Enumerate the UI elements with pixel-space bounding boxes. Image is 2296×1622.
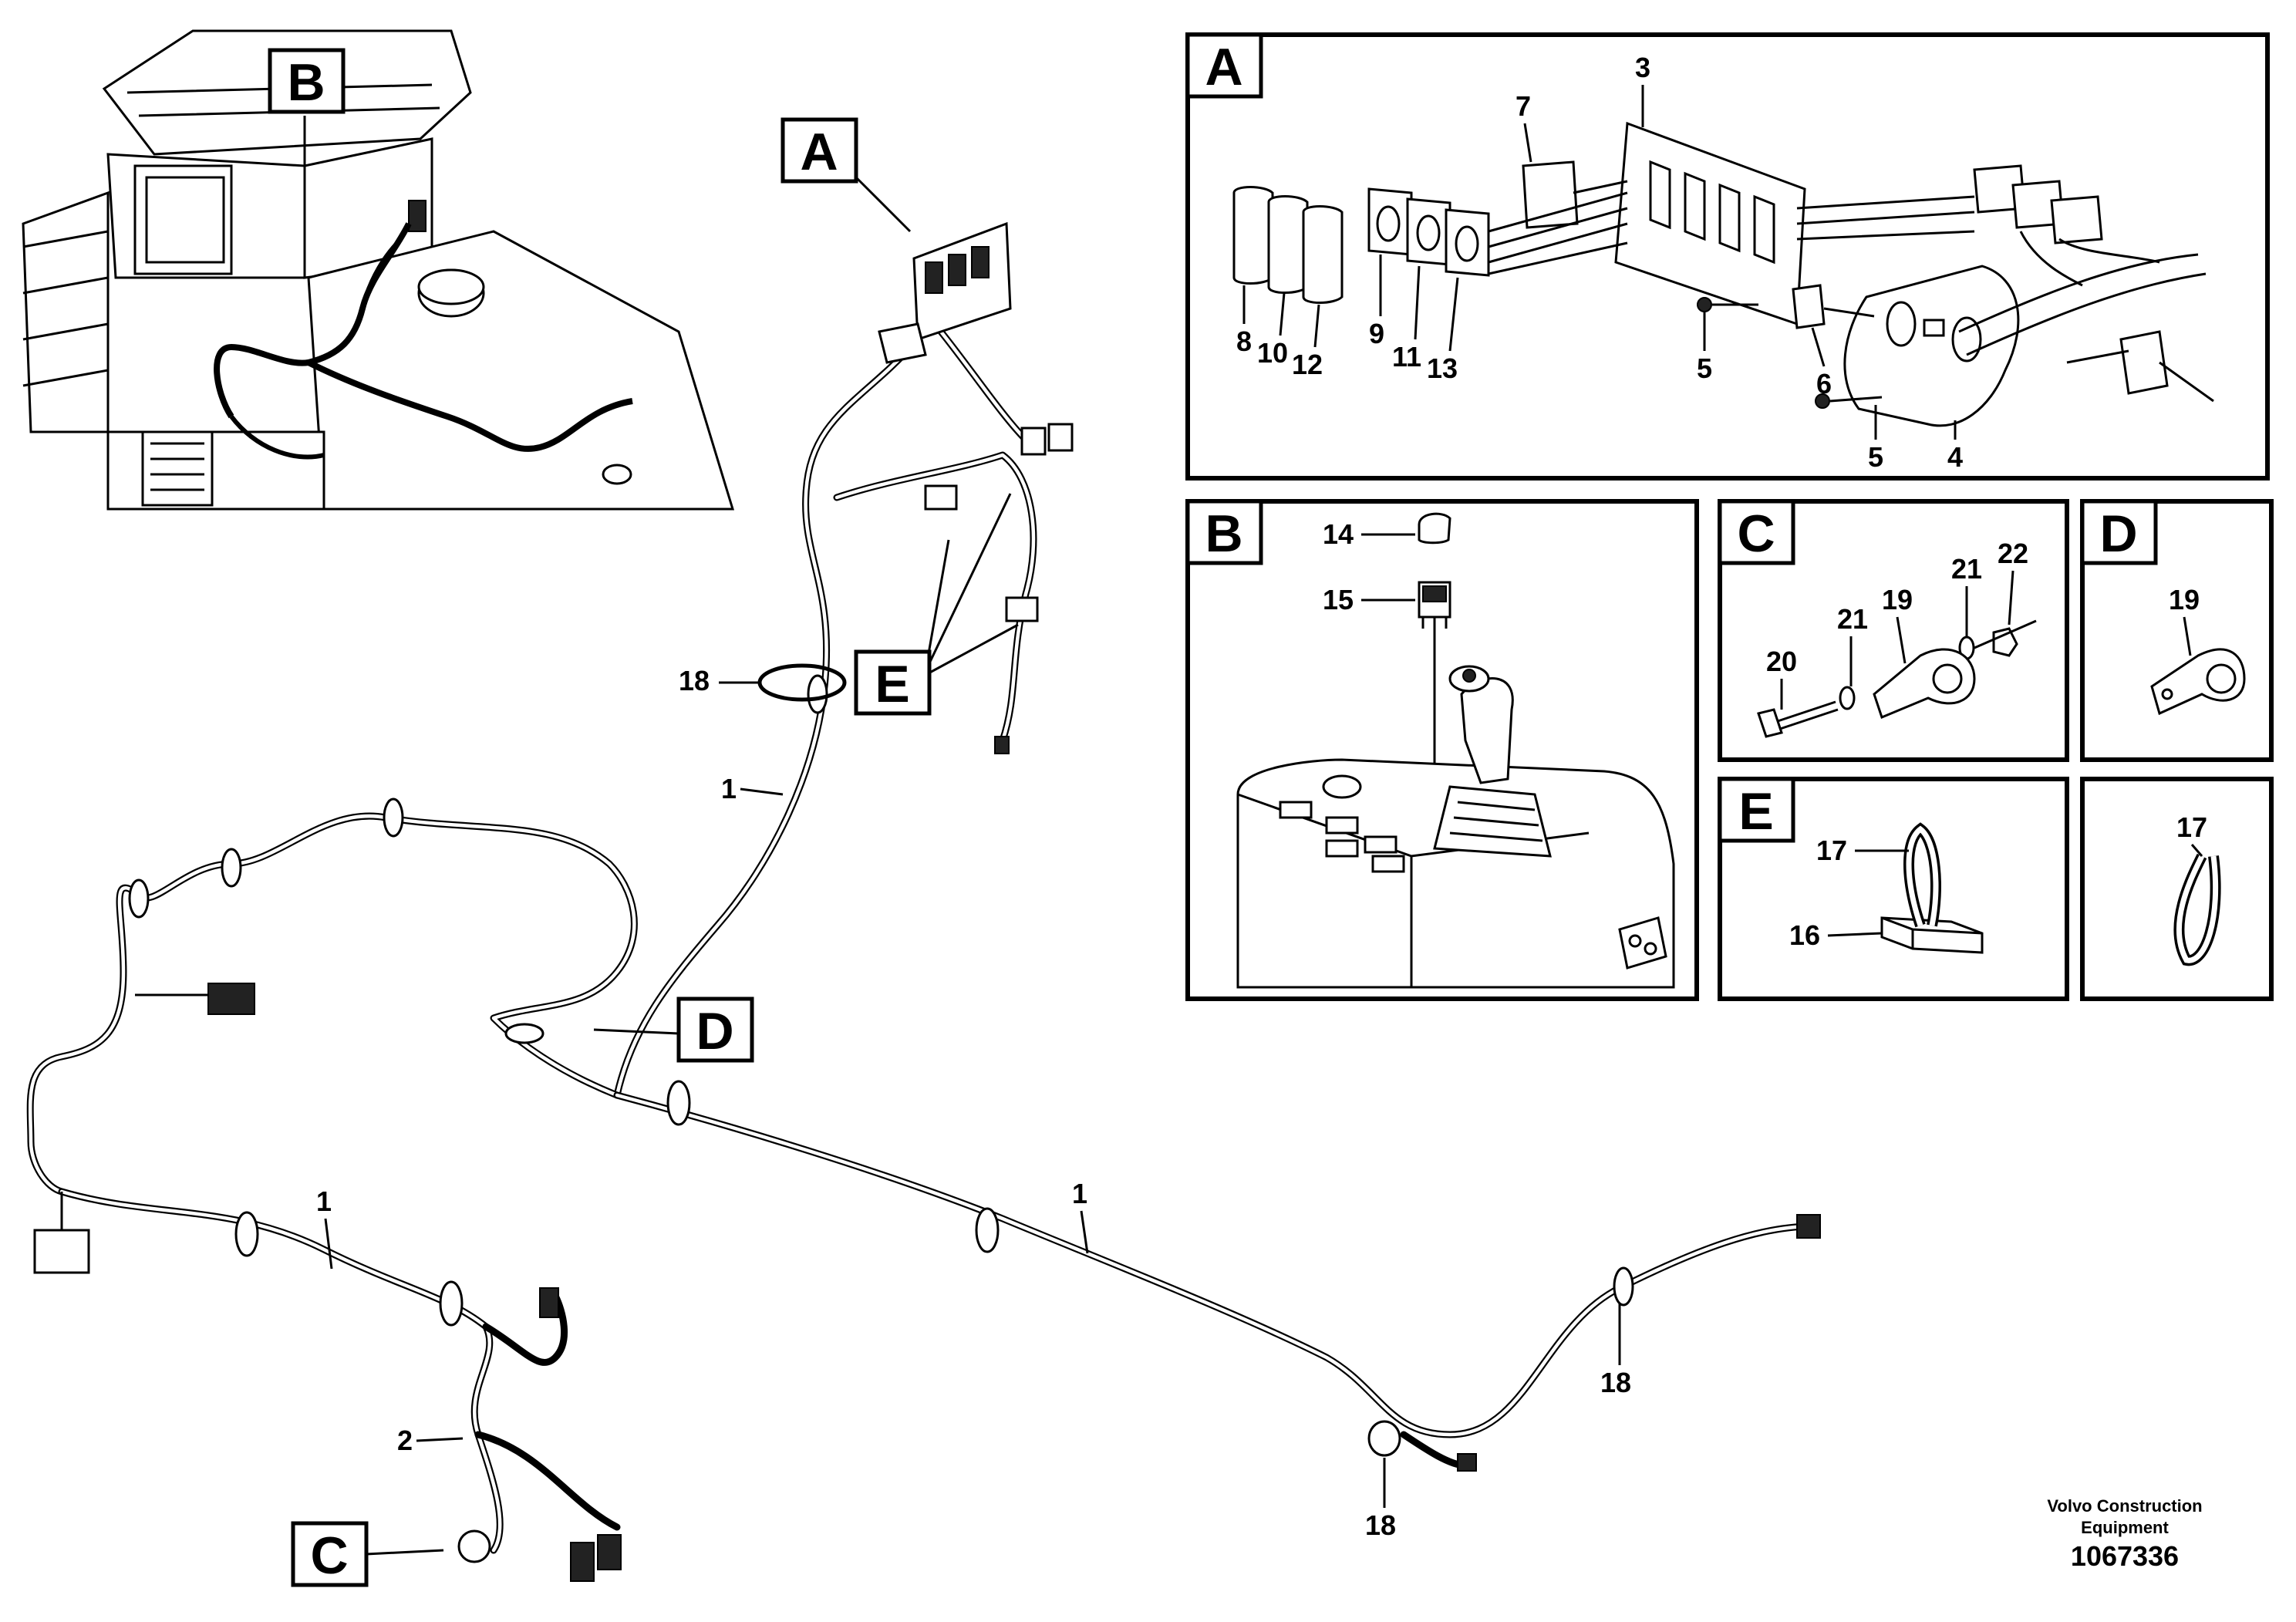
- svg-text:9: 9: [1369, 318, 1384, 349]
- panel-B-numbers: 14 15: [1323, 518, 1415, 615]
- svg-text:4: 4: [1947, 441, 1963, 473]
- svg-text:19: 19: [1882, 584, 1913, 615]
- panel-A: A: [1185, 32, 2270, 755]
- svg-text:12: 12: [1292, 349, 1323, 380]
- leader-E2: [925, 623, 1019, 676]
- callout-A: A: [781, 117, 858, 184]
- svg-text:21: 21: [1837, 603, 1868, 635]
- brand-line1: Volvo Construction: [2047, 1496, 2202, 1516]
- svg-text:C: C: [1737, 504, 1775, 563]
- item-1-left: 1: [316, 1185, 332, 1217]
- main-harness: [26, 221, 1821, 1582]
- svg-text:7: 7: [1515, 90, 1531, 122]
- svg-text:C: C: [310, 1526, 348, 1585]
- panel-tie-numbers: 17: [2176, 811, 2207, 857]
- svg-text:16: 16: [1789, 919, 1820, 951]
- machine-overview: [22, 29, 735, 511]
- item-18-loop: 18: [679, 665, 710, 696]
- svg-text:17: 17: [2176, 811, 2207, 843]
- svg-text:5: 5: [1697, 352, 1712, 384]
- callout-D: D: [676, 996, 754, 1063]
- drawing-number: 1067336: [2071, 1540, 2179, 1572]
- footer-brand: Volvo Construction Equipment 1067336: [2047, 1496, 2202, 1572]
- svg-text:B: B: [287, 53, 325, 112]
- item-18-bottom: 18: [1365, 1509, 1396, 1541]
- item-1-right: 1: [1072, 1178, 1087, 1209]
- svg-text:6: 6: [1816, 368, 1832, 400]
- panel-B: B: [1185, 499, 1699, 1001]
- svg-text:A: A: [800, 123, 838, 181]
- svg-text:21: 21: [1951, 553, 1982, 585]
- brand-line2: Equipment: [2081, 1518, 2169, 1537]
- callout-E: E: [854, 649, 932, 716]
- callout-C: C: [291, 1521, 369, 1587]
- svg-text:10: 10: [1257, 337, 1288, 369]
- panel-C: C: [1718, 499, 2069, 762]
- item-18-right: 18: [1600, 1367, 1631, 1398]
- svg-text:17: 17: [1816, 835, 1847, 866]
- svg-text:E: E: [1738, 782, 1773, 841]
- svg-text:19: 19: [2169, 584, 2200, 615]
- panel-D: D: [2080, 499, 2274, 762]
- svg-text:13: 13: [1427, 352, 1458, 384]
- panel-tie: [2080, 777, 2274, 1001]
- item-2: 2: [397, 1425, 413, 1456]
- svg-text:E: E: [875, 655, 909, 713]
- leader-E3: [928, 493, 1012, 664]
- svg-text:14: 14: [1323, 518, 1354, 550]
- svg-text:22: 22: [1998, 538, 2028, 569]
- svg-text:11: 11: [1392, 341, 1421, 373]
- panel-E-numbers: 17 16: [1789, 835, 1909, 951]
- leader-E1: [924, 539, 950, 672]
- item-1-upper: 1: [721, 773, 737, 804]
- svg-text:8: 8: [1236, 325, 1252, 357]
- svg-text:3: 3: [1635, 52, 1650, 83]
- leader-C: [366, 1549, 444, 1556]
- svg-text:D: D: [696, 1002, 733, 1061]
- panel-C-numbers: 20 21 19 21 22: [1766, 538, 2028, 710]
- svg-text:B: B: [1205, 504, 1242, 563]
- panel-D-numbers: 19: [2169, 584, 2200, 656]
- leader-D: [593, 1028, 679, 1035]
- svg-text:5: 5: [1868, 441, 1883, 473]
- svg-text:15: 15: [1323, 584, 1354, 615]
- callout-B: B: [268, 48, 346, 114]
- leader-A: [855, 176, 912, 233]
- svg-text:20: 20: [1766, 646, 1797, 677]
- panel-E: E: [1718, 777, 2069, 1001]
- main-item-numbers: 18 1 1 1 2 18 18: [316, 665, 1631, 1541]
- panel-A-numbers: 3 7 8 10 12 9 11 13 5 6 5 4: [1236, 52, 1963, 473]
- svg-text:A: A: [1205, 38, 1242, 96]
- svg-text:D: D: [2099, 504, 2137, 563]
